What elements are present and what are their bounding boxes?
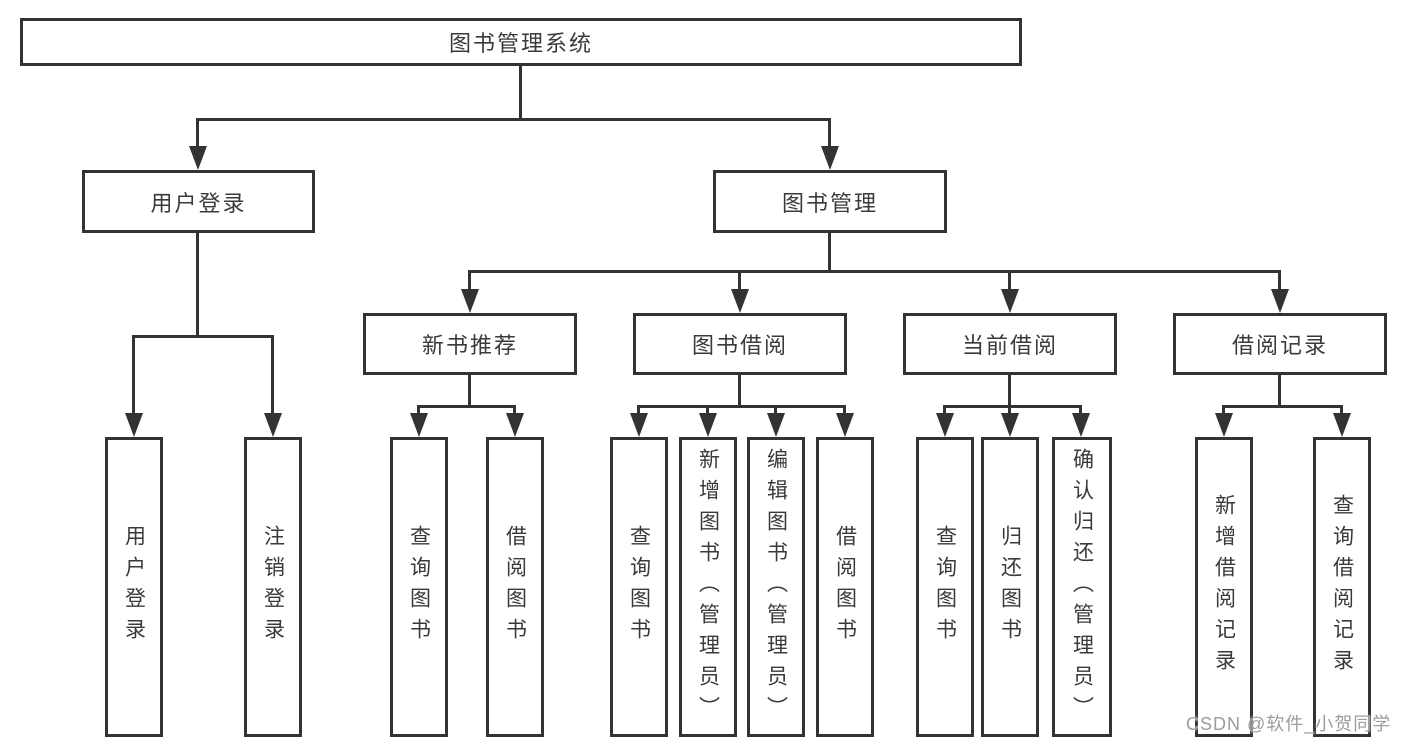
arrow-down-icon	[699, 413, 717, 437]
arrow-down-icon	[410, 413, 428, 437]
node-new-book-recommend: 新书推荐	[363, 313, 577, 375]
connector-line	[417, 405, 516, 408]
node-label: 查询图书	[933, 525, 957, 649]
node-label: 新增借阅记录	[1212, 494, 1236, 680]
connector-line	[1278, 375, 1281, 408]
arrow-down-icon	[836, 413, 854, 437]
node-borrow-records: 借阅记录	[1173, 313, 1387, 375]
node-borrow-books-recommend: 借阅图书	[486, 437, 544, 737]
node-query-books-current: 查询图书	[916, 437, 974, 737]
connector-line	[196, 118, 831, 121]
arrow-down-icon	[767, 413, 785, 437]
connector-line	[417, 405, 420, 418]
arrow-down-icon	[264, 413, 282, 437]
connector-line	[637, 405, 640, 418]
arrow-down-icon	[1001, 413, 1019, 437]
node-label: 查询图书	[627, 525, 651, 649]
connector-line	[468, 273, 471, 293]
connector-line	[513, 405, 516, 418]
connector-line	[132, 335, 135, 416]
connector-line	[1008, 405, 1011, 418]
node-query-borrow-record: 查询借阅记录	[1313, 437, 1371, 737]
connector-line	[1008, 375, 1011, 408]
node-book-borrow: 图书借阅	[633, 313, 847, 375]
node-confirm-return-admin: 确认归还（管理员）	[1052, 437, 1112, 737]
node-label: 确认归还（管理员）	[1070, 447, 1094, 727]
node-logout: 注销登录	[244, 437, 302, 737]
node-label: 查询借阅记录	[1330, 494, 1354, 680]
connector-line	[738, 375, 741, 408]
connector-line	[132, 335, 274, 338]
arrow-down-icon	[821, 146, 839, 170]
connector-line	[1278, 273, 1281, 293]
connector-line	[271, 335, 274, 416]
node-user-login-branch: 用户登录	[82, 170, 315, 233]
arrow-down-icon	[189, 146, 207, 170]
node-label: 用户登录	[122, 525, 146, 649]
node-label: 注销登录	[261, 525, 285, 649]
connector-line	[828, 121, 831, 149]
connector-line	[1222, 405, 1225, 418]
node-root: 图书管理系统	[20, 18, 1022, 66]
arrow-down-icon	[1072, 413, 1090, 437]
node-add-book-admin: 新增图书（管理员）	[679, 437, 737, 737]
node-borrow-books: 借阅图书	[816, 437, 874, 737]
node-edit-book-admin: 编辑图书（管理员）	[747, 437, 805, 737]
node-book-management-branch: 图书管理	[713, 170, 947, 233]
connector-line	[843, 405, 846, 418]
node-query-books-recommend: 查询图书	[390, 437, 448, 737]
connector-line	[468, 270, 1281, 273]
node-user-login: 用户登录	[105, 437, 163, 737]
node-add-borrow-record: 新增借阅记录	[1195, 437, 1253, 737]
arrow-down-icon	[936, 413, 954, 437]
connector-line	[1222, 405, 1343, 408]
arrow-down-icon	[125, 413, 143, 437]
connector-line	[738, 273, 741, 293]
arrow-down-icon	[461, 289, 479, 313]
watermark: CSDN @软件_小贺同学	[1186, 714, 1392, 734]
connector-line	[519, 66, 522, 121]
connector-line	[196, 121, 199, 149]
connector-line	[1079, 405, 1082, 418]
node-label: 借阅图书	[833, 525, 857, 649]
connector-line	[468, 375, 471, 408]
arrow-down-icon	[1333, 413, 1351, 437]
connector-line	[1008, 273, 1011, 293]
node-label: 编辑图书（管理员）	[764, 447, 788, 727]
connector-line	[774, 405, 777, 418]
connector-line	[1340, 405, 1343, 418]
connector-line	[943, 405, 946, 418]
connector-line	[637, 405, 846, 408]
node-return-book: 归还图书	[981, 437, 1039, 737]
connector-line	[706, 405, 709, 418]
connector-line	[943, 405, 1082, 408]
arrow-down-icon	[506, 413, 524, 437]
connector-line	[828, 233, 831, 273]
node-label: 借阅图书	[503, 525, 527, 649]
arrow-down-icon	[731, 289, 749, 313]
node-label: 归还图书	[998, 525, 1022, 649]
arrow-down-icon	[1271, 289, 1289, 313]
node-label: 查询图书	[407, 525, 431, 649]
node-current-borrow: 当前借阅	[903, 313, 1117, 375]
node-query-books-borrow: 查询图书	[610, 437, 668, 737]
connector-line	[196, 233, 199, 338]
arrow-down-icon	[1001, 289, 1019, 313]
arrow-down-icon	[630, 413, 648, 437]
arrow-down-icon	[1215, 413, 1233, 437]
node-label: 新增图书（管理员）	[696, 447, 720, 727]
